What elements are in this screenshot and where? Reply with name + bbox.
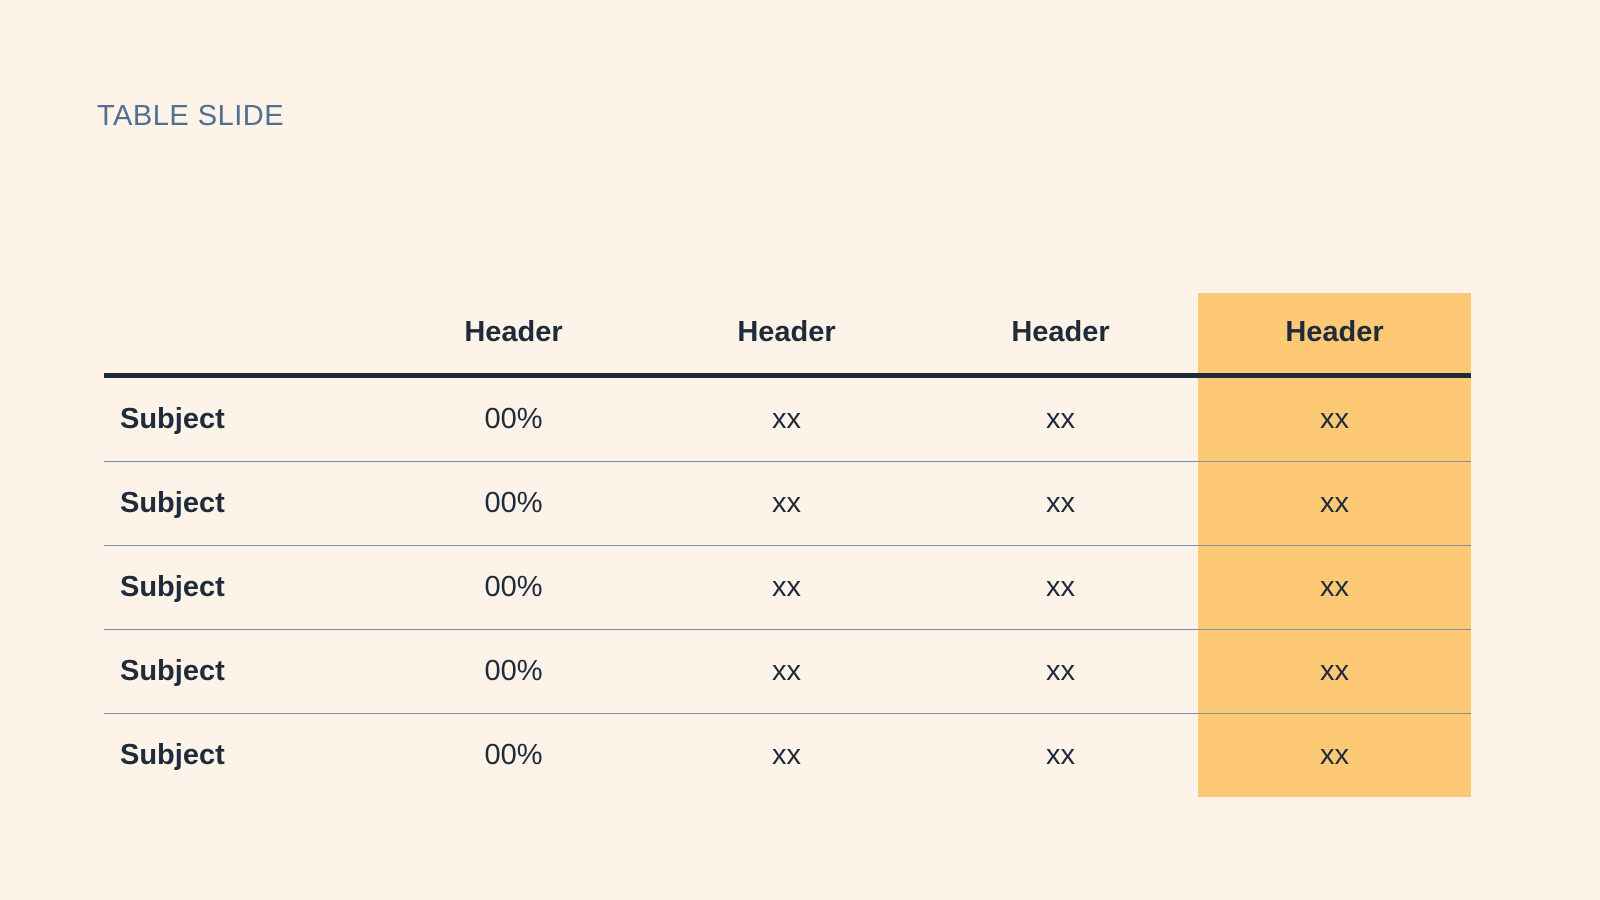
table-cell: xx: [923, 629, 1198, 714]
table-cell: 00%: [377, 545, 650, 630]
table-cell-highlighted: xx: [1198, 713, 1471, 797]
table-cell-highlighted: xx: [1198, 461, 1471, 546]
table-header: Header Header Header Header: [104, 293, 1471, 378]
table-cell-highlighted: xx: [1198, 545, 1471, 630]
header-cell-highlighted: Header: [1198, 293, 1471, 378]
table-cell: 00%: [377, 461, 650, 546]
header-cell: Header: [377, 293, 650, 378]
table-cell: xx: [923, 461, 1198, 546]
table-cell: 00%: [484, 738, 543, 771]
data-table: Header Header Header Header Subject 00% …: [104, 293, 1471, 797]
table-cell: xx: [1046, 738, 1075, 771]
row-subject: Subject: [104, 629, 377, 714]
table-cell: xx: [650, 545, 923, 630]
header-row: Header Header Header Header: [104, 293, 1471, 378]
table-cell: xx: [650, 461, 923, 546]
header-cell: Header: [650, 293, 923, 378]
table-cell: xx: [650, 375, 923, 462]
table-row: Subject 00% xx xx xx: [104, 629, 1471, 714]
table-cell-highlighted: xx: [1198, 629, 1471, 714]
table-cell: xx: [650, 629, 923, 714]
table-cell: 00%: [377, 375, 650, 462]
table-cell: 00%: [377, 629, 650, 714]
slide-title: TABLE SLIDE: [97, 100, 285, 132]
table-cell: xx: [923, 545, 1198, 630]
row-subject: Subject: [104, 545, 377, 630]
header-cell: Header: [923, 293, 1198, 378]
row-subject: Subject: [104, 461, 377, 546]
row-subject: Subject: [104, 375, 377, 462]
table-body: Subject 00% xx xx xx Subject 00% xx xx x…: [104, 375, 1471, 797]
table-row: Subject 00% xx xx xx: [104, 375, 1471, 462]
data-table-container: Header Header Header Header Subject 00% …: [104, 293, 1471, 797]
header-cell-empty: [104, 293, 377, 378]
table-cell: xx: [923, 375, 1198, 462]
table-cell-highlighted: xx: [1198, 375, 1471, 462]
row-subject: Subject: [120, 738, 225, 771]
table-row: Subject 00% xx xx xx: [104, 713, 1471, 797]
table-row: Subject 00% xx xx xx: [104, 545, 1471, 630]
table-row: Subject 00% xx xx xx: [104, 461, 1471, 546]
table-cell: xx: [772, 738, 801, 771]
